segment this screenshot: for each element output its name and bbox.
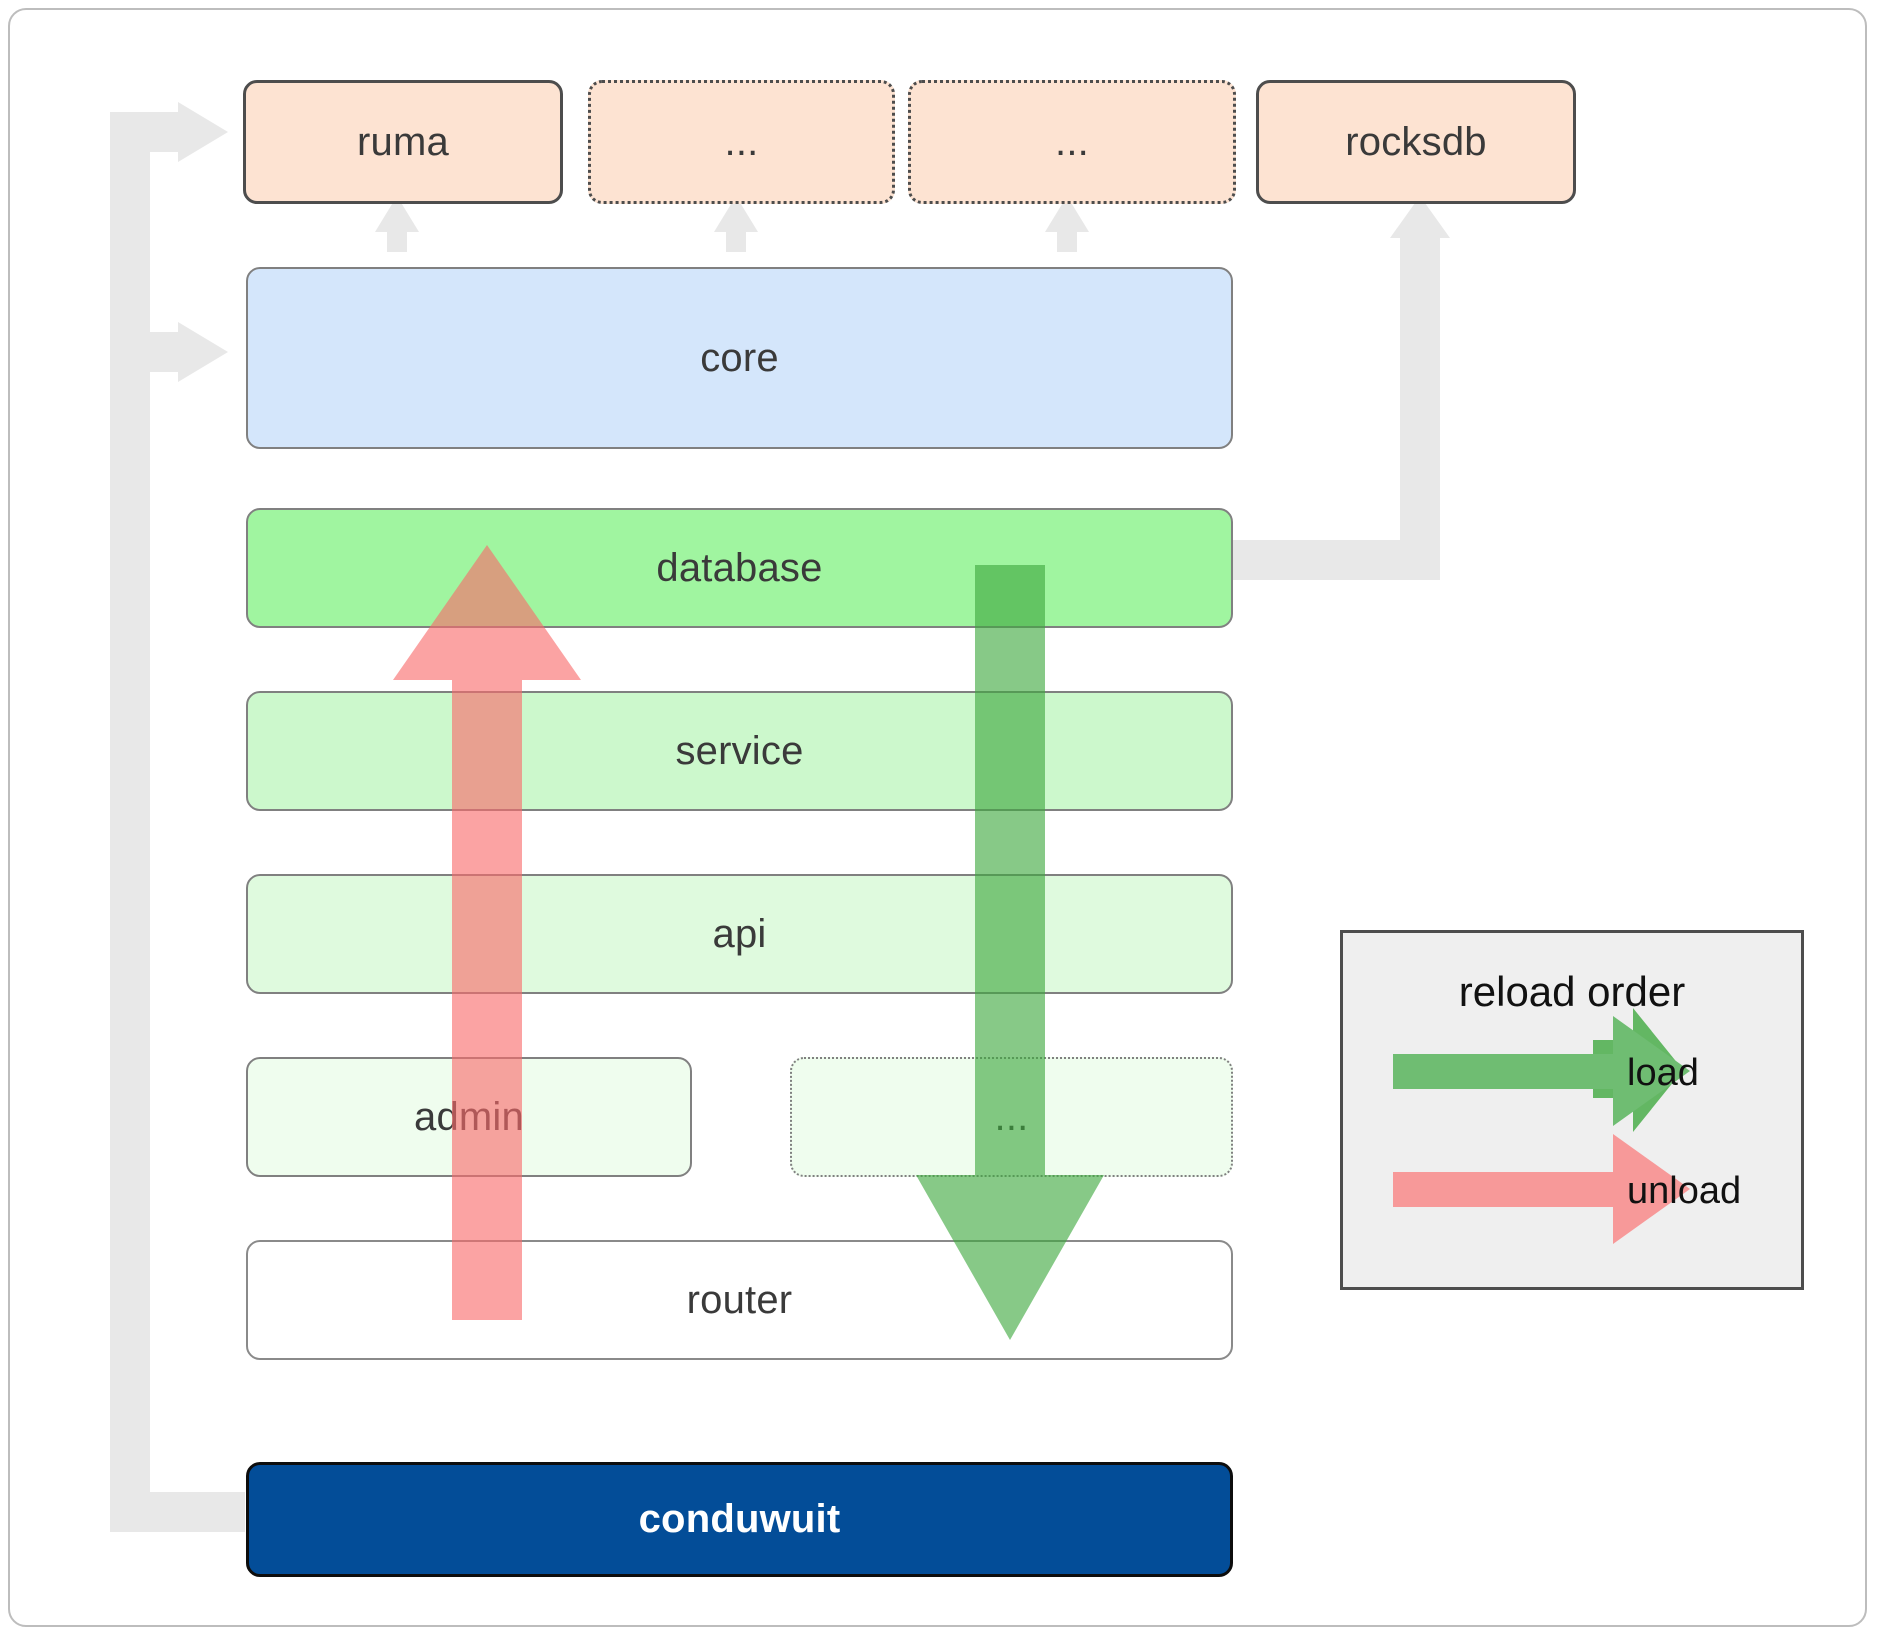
node-rocksdb-label: rocksdb bbox=[1345, 119, 1487, 164]
node-database-label: database bbox=[656, 545, 823, 590]
node-core[interactable]: core bbox=[246, 267, 1233, 449]
node-service-label: service bbox=[675, 728, 804, 773]
legend-label-load: load bbox=[1627, 1052, 1699, 1094]
node-router-label: router bbox=[686, 1277, 793, 1322]
node-admin-label: admin bbox=[414, 1094, 524, 1139]
node-ruma[interactable]: ruma bbox=[243, 80, 563, 204]
node-core-label: core bbox=[700, 335, 779, 380]
node-api[interactable]: api bbox=[246, 874, 1233, 994]
legend-title: reload order bbox=[1458, 968, 1686, 1015]
node-layer-ellipsis[interactable]: ... bbox=[790, 1057, 1233, 1177]
diagram-frame bbox=[8, 8, 1867, 1627]
legend-label-unload: unload bbox=[1627, 1170, 1742, 1212]
node-ruma-label: ruma bbox=[357, 119, 449, 164]
node-service[interactable]: service bbox=[246, 691, 1233, 811]
node-database[interactable]: database bbox=[246, 508, 1233, 628]
node-conduwuit[interactable]: conduwuit bbox=[246, 1462, 1233, 1577]
node-conduwuit-label: conduwuit bbox=[638, 1497, 841, 1541]
node-api-label: api bbox=[712, 911, 767, 956]
node-external-ellipsis-1[interactable]: ... bbox=[588, 80, 895, 204]
node-external-ellipsis-2-label: ... bbox=[1055, 119, 1089, 164]
node-external-ellipsis-1-label: ... bbox=[724, 119, 759, 164]
node-layer-ellipsis-label: ... bbox=[994, 1094, 1029, 1139]
node-admin[interactable]: admin bbox=[246, 1057, 692, 1177]
node-rocksdb[interactable]: rocksdb bbox=[1256, 80, 1576, 204]
node-external-ellipsis-2[interactable]: ... bbox=[908, 80, 1236, 204]
node-router[interactable]: router bbox=[246, 1240, 1233, 1360]
